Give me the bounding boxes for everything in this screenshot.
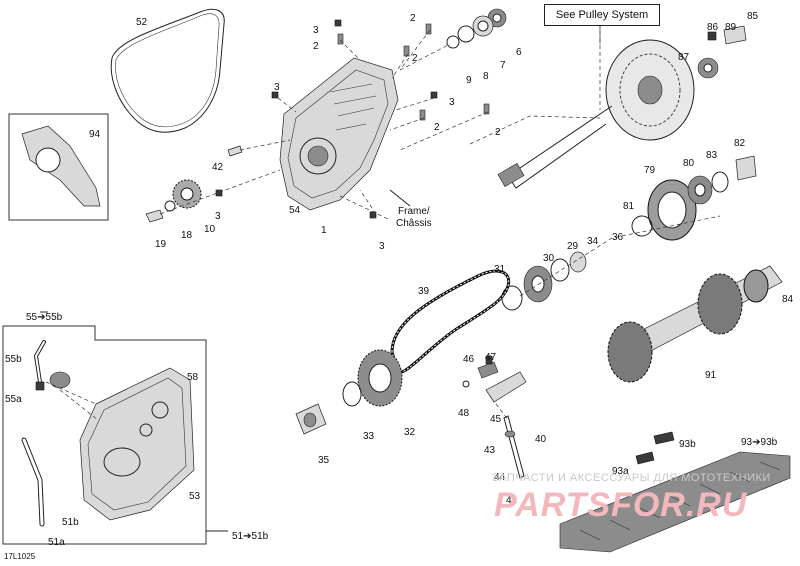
callout-c2e: 2: [495, 127, 501, 138]
callout-c2d: 2: [434, 122, 440, 133]
callout-c45: 45: [490, 414, 502, 425]
part-ring-83: [711, 171, 729, 193]
callout-c55: 55➔55b: [26, 312, 63, 323]
inset-box-94: [8, 113, 109, 221]
inset-frame-51: [2, 325, 207, 545]
callout-c10: 10: [204, 224, 216, 235]
watermark-line2: PARTSFOR.RU: [494, 486, 748, 524]
callout-c18: 18: [181, 230, 193, 241]
callout-c8: 8: [483, 71, 489, 82]
callout-c86: 86: [707, 22, 719, 33]
callout-c9: 9: [466, 75, 472, 86]
callout-c32: 32: [404, 427, 416, 438]
callout-c87: 87: [678, 52, 690, 63]
see-pulley-system-label: See Pulley System: [544, 4, 660, 26]
callout-c85: 85: [747, 11, 759, 22]
callout-c44: 44: [494, 472, 506, 483]
callout-c93a: 93a: [612, 466, 629, 477]
callout-c91: 91: [705, 370, 717, 381]
callout-c55a: 55a: [5, 394, 22, 405]
callout-c3e: 3: [379, 241, 385, 252]
callout-c51a: 51a: [48, 537, 65, 548]
fasteners-upper: [215, 19, 490, 219]
callout-c93b: 93b: [679, 439, 696, 450]
callout-c51b: 51b: [62, 517, 79, 528]
callout-c41: 41: [506, 495, 518, 506]
callout-c42: 42: [212, 162, 224, 173]
callout-c80: 80: [683, 158, 695, 169]
callout-c3a: 3: [313, 25, 319, 36]
frame-label-line2: Châssis: [396, 218, 432, 229]
part-bolt-19: [145, 209, 164, 223]
callout-c3c: 3: [449, 97, 455, 108]
callout-c51: 51➔51b: [232, 531, 269, 542]
part-washer-18: [164, 200, 176, 212]
callout-c7: 7: [500, 60, 506, 71]
frame-label-line1: Frame/: [398, 206, 430, 217]
part-cover-51: [79, 367, 195, 521]
callout-c6: 6: [516, 47, 522, 58]
callout-c81: 81: [623, 201, 635, 212]
callout-c2b: 2: [410, 13, 416, 24]
callout-c84: 84: [782, 294, 794, 305]
callout-c3d: 3: [215, 211, 221, 222]
part-chaincase-housing-1: [279, 57, 399, 221]
watermark-line1: ЗАПЧАСТИ И АКСЕССУАРЫ ДЛЯ МОТОТЕХНИКИ: [492, 472, 771, 484]
callout-c46: 46: [463, 354, 475, 365]
callout-c83: 83: [706, 150, 718, 161]
part-clip-85: [723, 25, 747, 45]
parts-seals-6-9: [399, 8, 507, 71]
part-gasket-52: [110, 8, 225, 133]
callout-c43: 43: [484, 445, 496, 456]
callout-c19: 19: [155, 239, 167, 250]
callout-c29: 29: [567, 241, 579, 252]
part-sprocket-79: [647, 179, 697, 241]
callout-c54: 54: [289, 205, 301, 216]
part-bracket-94-hole: [35, 147, 61, 173]
part-ring-33: [342, 381, 362, 407]
part-nut-86: [707, 31, 717, 41]
callout-c3b: 3: [274, 82, 280, 93]
callout-c34: 34: [587, 236, 599, 247]
callout-c79: 79: [644, 165, 656, 176]
part-tensioner-45: [462, 355, 527, 479]
callout-c48: 48: [458, 408, 470, 419]
callout-c89: 89: [725, 22, 737, 33]
callout-c94: 94: [89, 129, 101, 140]
callout-c55b: 55b: [5, 354, 22, 365]
part-sprocket-32: [357, 349, 403, 407]
callout-c1: 1: [321, 225, 327, 236]
callout-c93: 93➔93b: [741, 437, 778, 448]
callout-c30: 30: [543, 253, 555, 264]
part-driven-pulley: [469, 24, 695, 189]
drawing-code: 17L1025: [4, 552, 36, 561]
callout-c2c: 2: [412, 53, 418, 64]
callout-c31: 31: [494, 264, 506, 275]
callout-c36: 36: [612, 232, 624, 243]
callout-c82: 82: [734, 138, 746, 149]
part-gasket-52-inner: [115, 13, 220, 128]
part-drive-axle-91: [607, 265, 783, 383]
part-gear-10: [172, 179, 202, 209]
part-bolt-42: [227, 145, 243, 157]
part-ring-81: [631, 215, 653, 237]
callout-c47: 47: [485, 352, 497, 363]
callout-c58: 58: [187, 372, 199, 383]
callout-c35: 35: [318, 455, 330, 466]
callout-c52: 52: [136, 17, 148, 28]
part-dipstick-cap: [49, 371, 71, 389]
part-fitting-55a: [35, 381, 45, 391]
callout-c39: 39: [418, 286, 430, 297]
part-seal-34: [569, 251, 587, 273]
part-bushing-82: [735, 155, 757, 181]
callout-c2a: 2: [313, 41, 319, 52]
callout-c33: 33: [363, 431, 375, 442]
callout-c53: 53: [189, 491, 201, 502]
part-ring-29: [550, 258, 570, 282]
callout-c40: 40: [535, 434, 547, 445]
part-track-cleats-93: [559, 431, 791, 553]
